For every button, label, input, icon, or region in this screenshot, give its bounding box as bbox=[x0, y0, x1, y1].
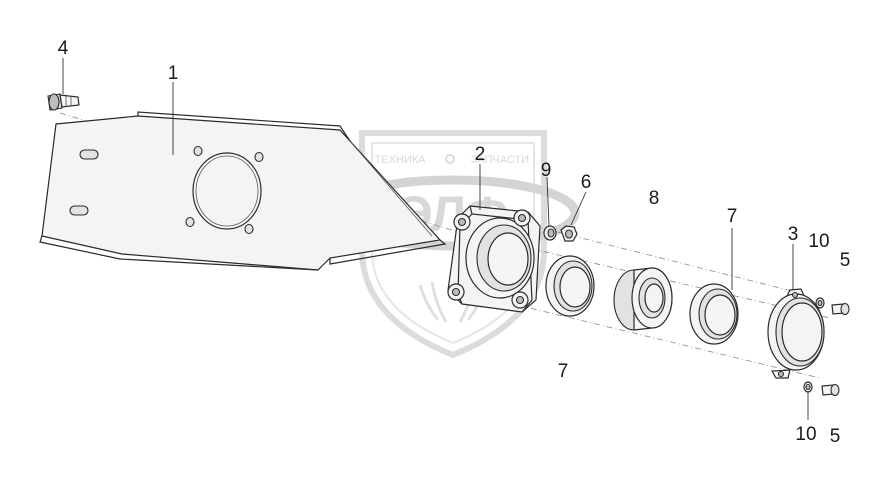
washer-part-10-upper bbox=[815, 297, 825, 309]
bolt-part-4 bbox=[47, 93, 80, 111]
callout-6: 6 bbox=[581, 172, 592, 193]
washer-part-9 bbox=[543, 225, 557, 241]
callout-5-upper: 5 bbox=[840, 250, 851, 271]
callout-5-lower: 5 bbox=[830, 426, 841, 447]
screw-part-5-lower bbox=[821, 383, 840, 397]
callout-7-lower: 7 bbox=[558, 361, 569, 382]
nut-part-6 bbox=[560, 225, 578, 242]
watermark-text-left: ТЕХНИКА bbox=[375, 154, 427, 166]
bearing-part-8 bbox=[613, 267, 673, 331]
seal-ring-part-7-right bbox=[689, 283, 739, 345]
callout-3: 3 bbox=[788, 224, 799, 245]
callout-1: 1 bbox=[168, 63, 179, 84]
callout-labels: 4 1 2 9 6 8 7 3 10 5 7 10 5 bbox=[58, 38, 851, 447]
seal-ring-part-7-left bbox=[545, 255, 595, 317]
bearing-housing-part-2 bbox=[447, 205, 541, 313]
callout-8: 8 bbox=[649, 188, 660, 209]
mounting-plate-part-1 bbox=[39, 111, 447, 271]
washer-part-10-lower bbox=[803, 381, 813, 393]
callout-7-upper: 7 bbox=[727, 206, 738, 227]
callout-9: 9 bbox=[541, 160, 552, 181]
screw-part-5-upper bbox=[831, 302, 850, 316]
callout-10-lower: 10 bbox=[795, 424, 816, 445]
cover-part-3 bbox=[767, 288, 825, 379]
callout-10-upper: 10 bbox=[808, 231, 829, 252]
callout-2: 2 bbox=[475, 144, 486, 165]
callout-4: 4 bbox=[58, 38, 69, 59]
leader-lines bbox=[62, 58, 809, 420]
watermark-text-right: ЗАПЧАСТИ bbox=[471, 154, 529, 166]
